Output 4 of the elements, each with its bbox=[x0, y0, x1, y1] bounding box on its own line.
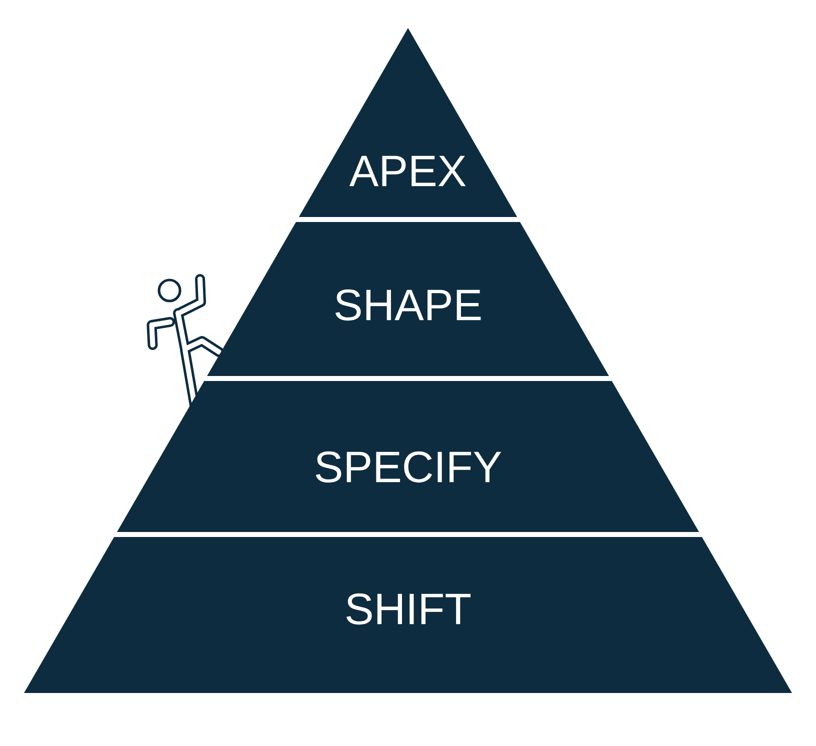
pyramid-level: SPECIFY bbox=[116, 381, 700, 532]
pyramid-level: SHIFT bbox=[24, 537, 792, 693]
pyramid-level: APEX bbox=[298, 28, 518, 217]
pyramid-level: SHAPE bbox=[207, 222, 609, 376]
